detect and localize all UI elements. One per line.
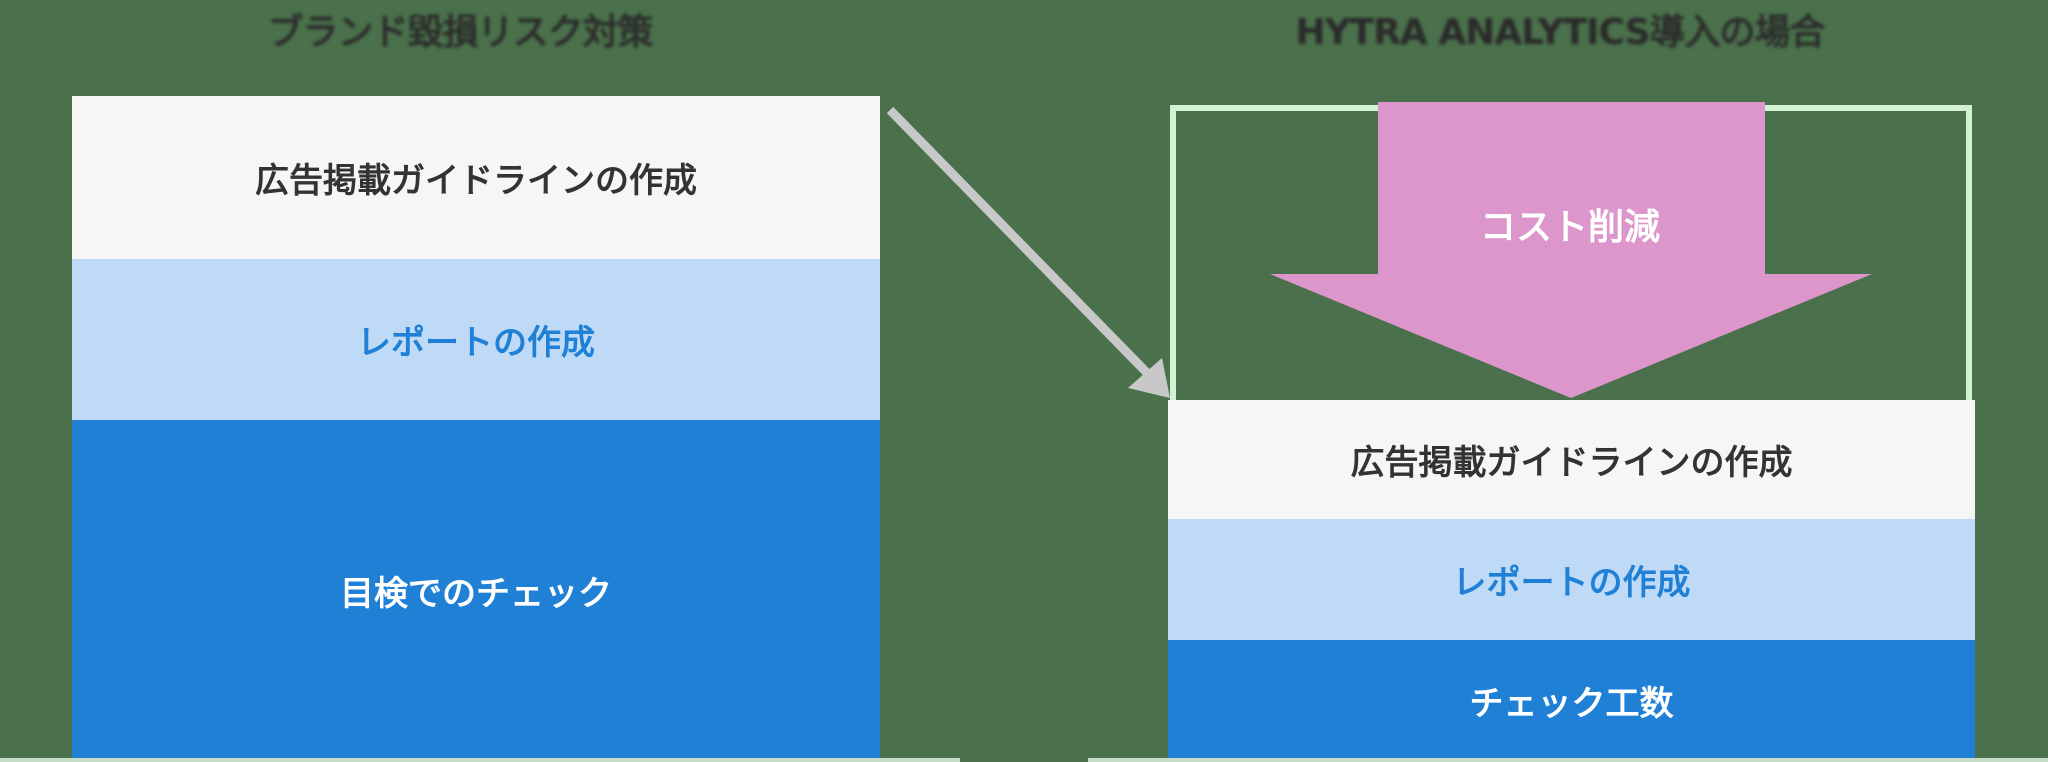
connector-arrow-icon (886, 106, 1170, 398)
right-title: HYTRA ANALYTICS導入の場合 (1295, 12, 1825, 53)
bottom-divider-left (0, 758, 960, 762)
down-arrow-icon (1270, 102, 1872, 398)
right-block-report: レポートの作成 (1168, 519, 1975, 640)
left-block-visual-check-label: 目検でのチェック (340, 573, 612, 614)
right-block-guideline-label: 広告掲載ガイドラインの作成 (1350, 443, 1793, 483)
left-block-report-label: レポートの作成 (357, 323, 595, 363)
right-block-check-effort-label: チェック工数 (1469, 683, 1674, 724)
left-block-guideline: 広告掲載ガイドラインの作成 (72, 96, 880, 259)
bottom-divider-right (1088, 758, 2048, 762)
left-block-report: レポートの作成 (72, 259, 880, 420)
right-block-check-effort: チェック工数 (1168, 640, 1975, 760)
left-block-visual-check: 目検でのチェック (72, 420, 880, 760)
left-column: 広告掲載ガイドラインの作成 レポートの作成 目検でのチェック (72, 96, 880, 760)
left-block-guideline-label: 広告掲載ガイドラインの作成 (255, 161, 697, 201)
left-title: ブランド毀損リスク対策 (267, 12, 653, 53)
right-block-guideline: 広告掲載ガイドラインの作成 (1168, 400, 1975, 519)
right-block-report-label: レポートの作成 (1452, 563, 1691, 603)
right-column: 広告掲載ガイドラインの作成 レポートの作成 チェック工数 (1168, 400, 1975, 760)
cost-reduction-label: コスト削減 (1479, 207, 1660, 248)
